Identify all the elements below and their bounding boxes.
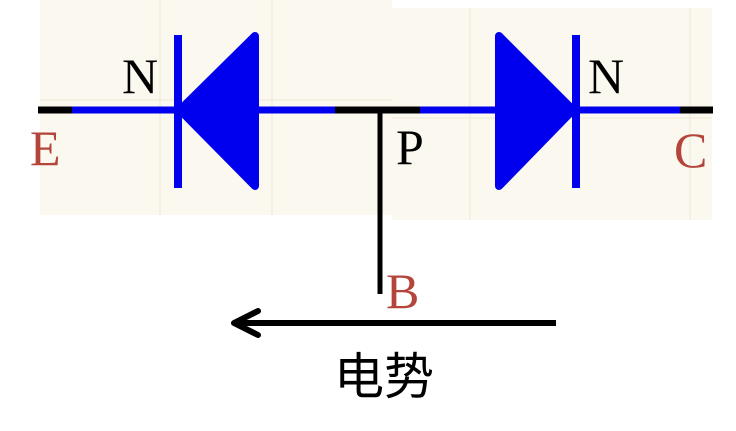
right-diode-triangle [495, 32, 577, 190]
region-label-left-n: N [122, 48, 158, 104]
region-label-right-n: N [588, 48, 624, 104]
right-diode-symbol [495, 32, 580, 190]
region-label-middle-p: P [396, 119, 424, 175]
caption-potential: 电势 [334, 348, 434, 406]
terminal-label-base: B [386, 263, 419, 319]
terminal-label-emitter: E [30, 120, 61, 176]
terminal-label-collector: C [674, 122, 707, 178]
potential-arrow [231, 308, 556, 338]
left-diode-symbol [174, 32, 259, 190]
potential-arrow-head [231, 308, 261, 338]
left-diode-triangle [176, 32, 259, 190]
